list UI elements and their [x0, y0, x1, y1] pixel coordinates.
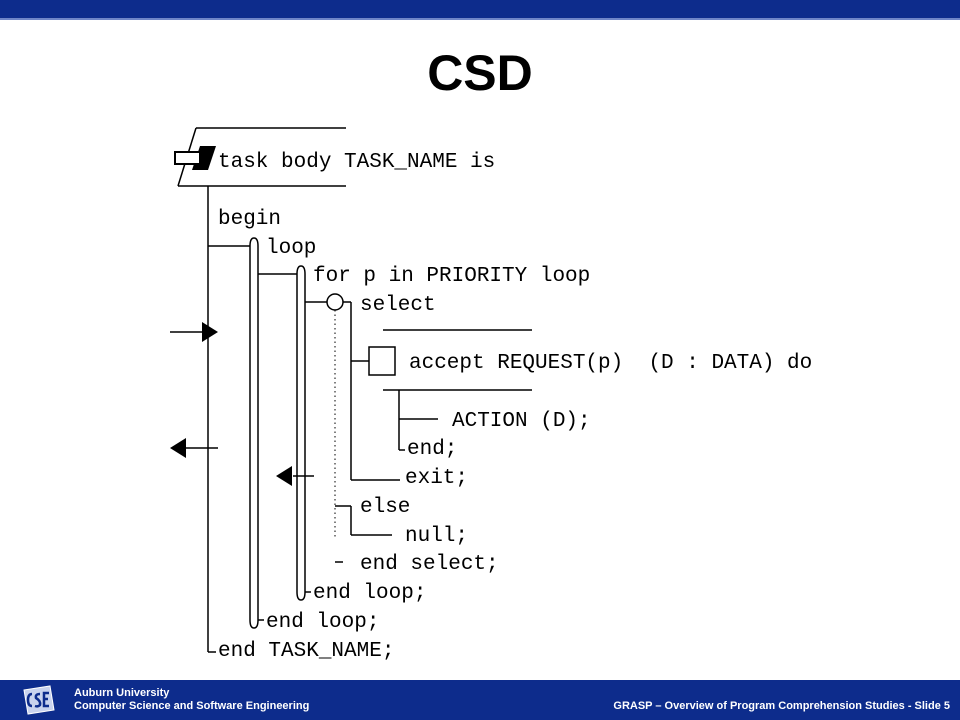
- cse-logo-icon: [23, 685, 55, 715]
- code-for-loop: for p in PRIORITY loop: [313, 265, 590, 288]
- code-end-select: end select;: [360, 553, 499, 576]
- code-end-loop-outer: end loop;: [266, 611, 379, 634]
- code-exit: exit;: [405, 467, 468, 490]
- for-loop-symbol: [296, 265, 311, 601]
- code-action: ACTION (D);: [452, 410, 591, 433]
- footer-department: Computer Science and Software Engineerin…: [74, 700, 310, 712]
- footer-institution: Auburn University Computer Science and S…: [74, 687, 309, 713]
- exit-arrowhead-task: [170, 438, 186, 458]
- code-null: null;: [405, 525, 468, 548]
- code-end-loop-inner: end loop;: [313, 582, 426, 605]
- code-else: else: [360, 496, 410, 519]
- slide-title: CSD: [427, 45, 533, 101]
- code-end-task: end TASK_NAME;: [218, 640, 394, 663]
- outer-loop-symbol: [249, 237, 264, 629]
- csd-diagram: task body TASK_NAME is begin loop for p …: [170, 127, 812, 663]
- header-bar: [0, 0, 960, 20]
- entry-arrowhead: [202, 322, 218, 342]
- code-end: end;: [407, 438, 457, 461]
- accept-symbol: [368, 329, 532, 391]
- exit-arrowhead-loop: [276, 466, 292, 486]
- code-begin: begin: [218, 208, 281, 231]
- code-loop: loop: [266, 237, 316, 260]
- footer-slide-label: GRASP – Overview of Program Comprehensio…: [613, 700, 950, 712]
- footer-bar: Auburn University Computer Science and S…: [0, 680, 960, 720]
- task-entry-marker: [174, 146, 216, 170]
- code-accept: accept REQUEST(p) (D : DATA) do: [409, 352, 812, 375]
- code-task-body: task body TASK_NAME is: [218, 151, 495, 174]
- footer-university: Auburn University: [74, 687, 170, 699]
- code-select: select: [360, 294, 436, 317]
- select-symbol: [326, 293, 344, 311]
